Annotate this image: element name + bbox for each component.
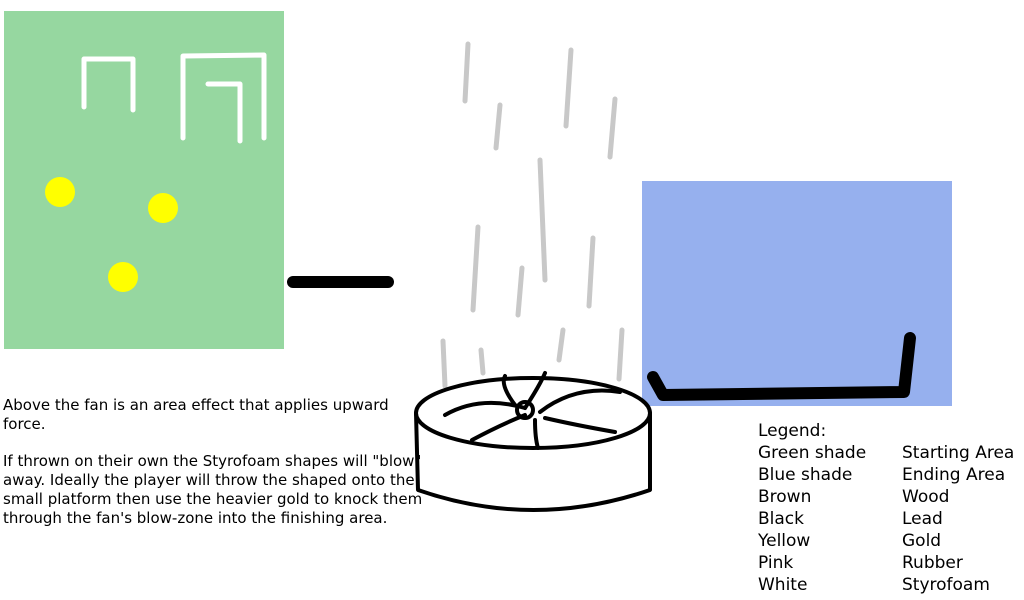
legend-value: Gold [902,531,942,551]
legend-value: Rubber [902,553,963,573]
legend-value: Wood [902,487,950,507]
legend-row: Pink Rubber [758,552,1014,574]
ending-area [642,181,952,406]
legend-value: Starting Area [902,443,1015,463]
legend-key: Yellow [758,531,811,551]
legend-value: Lead [902,509,943,529]
legend-row: Green shade Starting Area [758,442,1014,464]
legend-key: Black [758,509,804,529]
legend-key: Blue shade [758,465,853,485]
legend-row: Blue shade Ending Area [758,464,1014,486]
starting-area [4,11,284,349]
notes-paragraph-1: Above the fan is an area effect that app… [3,396,389,433]
fan-icon [414,371,652,512]
legend-value: Ending Area [902,465,1006,485]
notes-paragraph-2: If thrown on their own the Styrofoam sha… [3,452,423,527]
legend: Legend: Green shade Starting Area Blue s… [758,420,1014,596]
legend-title: Legend: [758,421,827,441]
legend-row: Black Lead [758,508,1014,530]
design-notes: Above the fan is an area effect that app… [3,396,423,546]
fan-blow-zone [440,41,625,389]
legend-key: Pink [758,553,794,573]
legend-value: Styrofoam [902,575,990,595]
legend-key: White [758,575,808,595]
legend-key: Green shade [758,443,867,463]
legend-row: Yellow Gold [758,530,1014,552]
legend-row: White Styrofoam [758,574,1014,596]
legend-row: Brown Wood [758,486,1014,508]
legend-key: Brown [758,487,812,507]
